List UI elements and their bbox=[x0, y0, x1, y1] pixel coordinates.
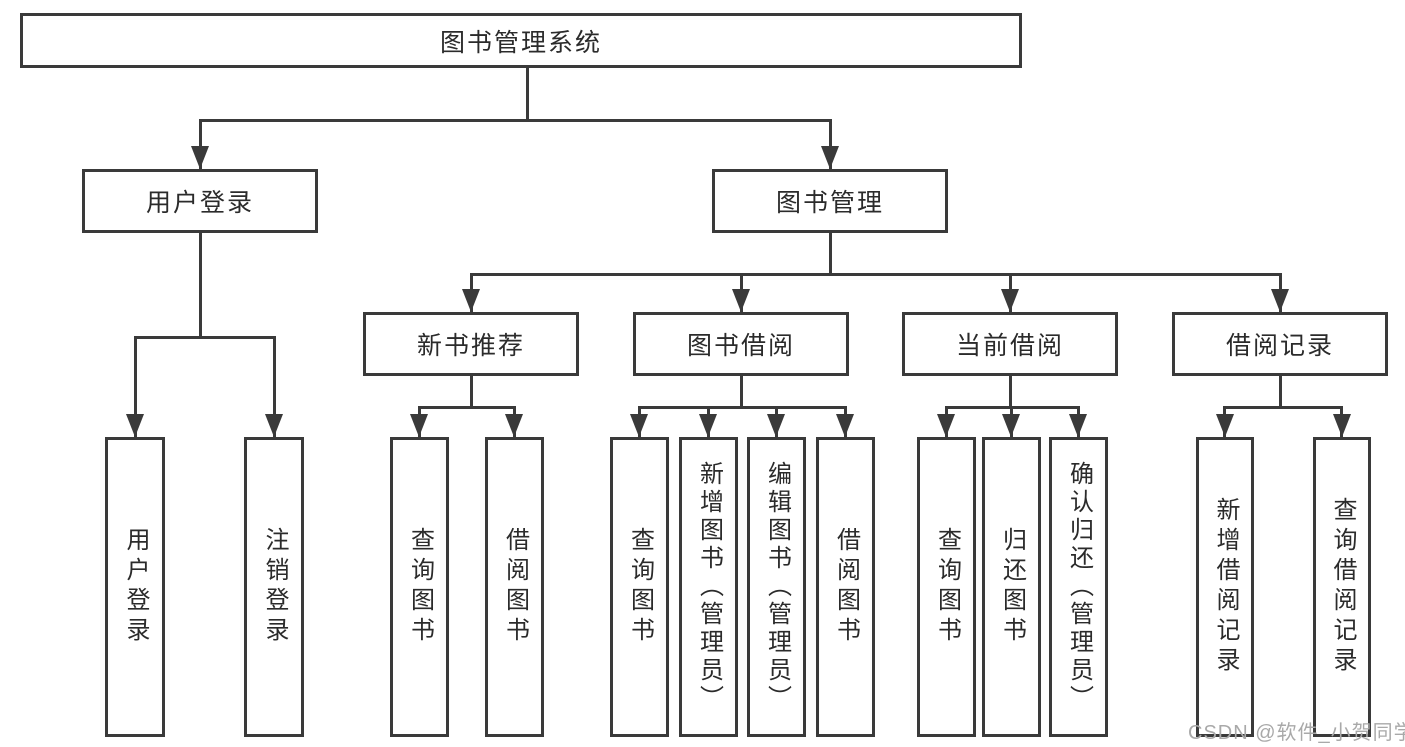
arrowhead-down bbox=[630, 414, 648, 437]
leaf-edit-book-admin: 编辑图书（管理员） bbox=[747, 437, 806, 737]
connector-line bbox=[198, 119, 832, 122]
connector-line bbox=[418, 406, 516, 409]
connector-line bbox=[828, 119, 832, 169]
leaf-confirm-return-admin: 确认归还（管理员） bbox=[1049, 437, 1108, 737]
leaf-borrow-books: 借阅图书 bbox=[816, 437, 875, 737]
connector-line bbox=[133, 336, 137, 437]
arrowhead-down bbox=[699, 414, 717, 437]
connector-line bbox=[1008, 376, 1012, 406]
node-borrow-records: 借阅记录 bbox=[1172, 312, 1388, 376]
connector-line bbox=[198, 119, 202, 169]
arrowhead-down bbox=[265, 414, 283, 437]
leaf-query-books-recommend: 查询图书 bbox=[390, 437, 449, 737]
connector-line bbox=[469, 376, 473, 406]
arrowhead-down bbox=[1069, 414, 1087, 437]
arrowhead-down bbox=[126, 414, 144, 437]
leaf-query-books-current: 查询图书 bbox=[917, 437, 976, 737]
node-current-borrow: 当前借阅 bbox=[902, 312, 1118, 376]
leaf-query-books-borrow: 查询图书 bbox=[610, 437, 669, 737]
connector-line bbox=[638, 406, 847, 409]
arrowhead-down bbox=[1001, 289, 1019, 312]
arrowhead-down bbox=[1271, 289, 1289, 312]
leaf-return-book: 归还图书 bbox=[982, 437, 1041, 737]
arrowhead-down bbox=[937, 414, 955, 437]
arrowhead-down bbox=[191, 146, 209, 169]
leaf-user-login: 用户登录 bbox=[105, 437, 165, 737]
leaf-query-borrow-record: 查询借阅记录 bbox=[1313, 437, 1371, 737]
arrowhead-down bbox=[767, 414, 785, 437]
arrowhead-down bbox=[462, 289, 480, 312]
connector-line bbox=[828, 233, 832, 273]
leaf-add-book-admin: 新增图书（管理员） bbox=[679, 437, 738, 737]
node-library-management-system: 图书管理系统 bbox=[20, 13, 1022, 68]
connector-line bbox=[469, 273, 1282, 276]
arrowhead-down bbox=[505, 414, 523, 437]
connector-line bbox=[133, 336, 276, 339]
arrowhead-down bbox=[1216, 414, 1234, 437]
arrowhead-down bbox=[1333, 414, 1351, 437]
connector-line bbox=[739, 376, 743, 406]
connector-line bbox=[1223, 406, 1343, 409]
node-user-login: 用户登录 bbox=[82, 169, 318, 233]
connector-line bbox=[272, 336, 276, 437]
arrowhead-down bbox=[1002, 414, 1020, 437]
leaf-add-borrow-record: 新增借阅记录 bbox=[1196, 437, 1254, 737]
node-new-book-recommend: 新书推荐 bbox=[363, 312, 579, 376]
watermark: CSDN @软件_小贺同学 bbox=[1188, 722, 1405, 744]
arrowhead-down bbox=[732, 289, 750, 312]
node-book-management: 图书管理 bbox=[712, 169, 948, 233]
leaf-borrow-books-recommend: 借阅图书 bbox=[485, 437, 544, 737]
node-book-borrow: 图书借阅 bbox=[633, 312, 849, 376]
connector-line bbox=[1278, 376, 1282, 406]
connector-line bbox=[198, 233, 202, 336]
connector-line bbox=[525, 68, 529, 119]
arrowhead-down bbox=[821, 146, 839, 169]
arrowhead-down bbox=[836, 414, 854, 437]
arrowhead-down bbox=[410, 414, 428, 437]
leaf-logout: 注销登录 bbox=[244, 437, 304, 737]
